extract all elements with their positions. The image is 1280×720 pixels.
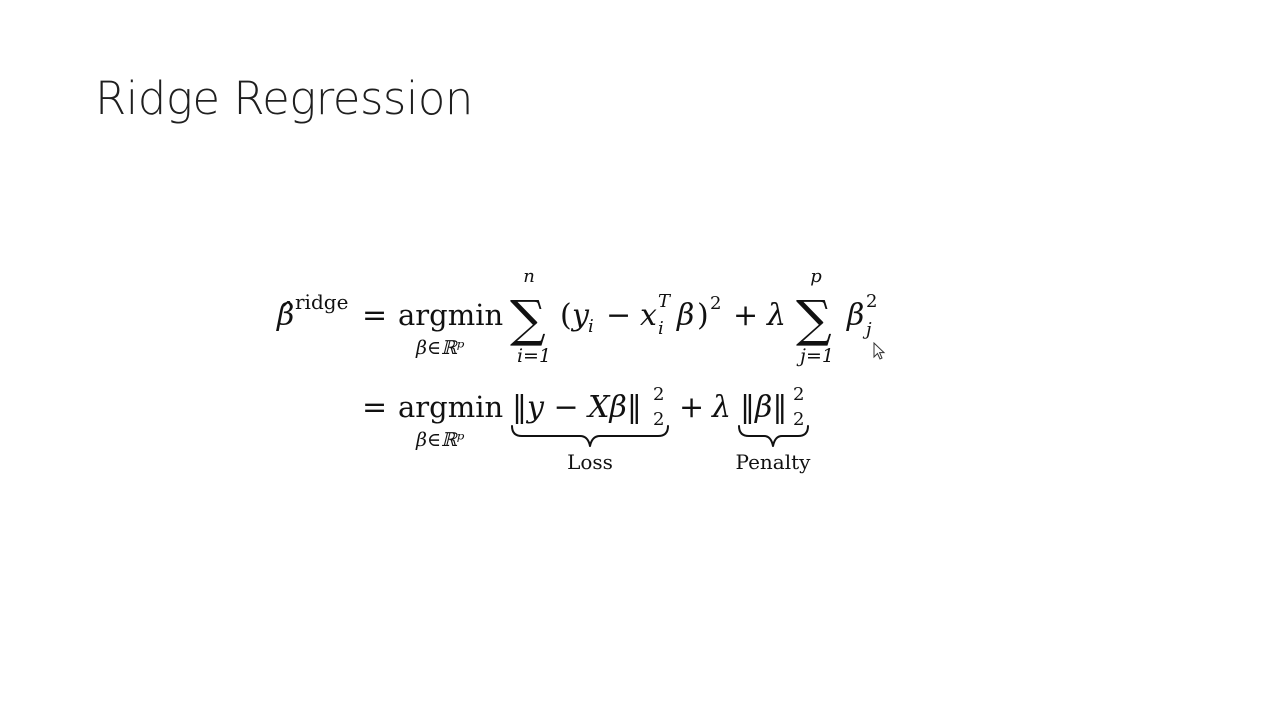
response-y: y	[570, 298, 590, 333]
argmin-subscript: β∈ℝᵖ	[415, 337, 465, 359]
plus-sign: +	[733, 298, 758, 333]
penalty-norm: ‖β‖	[740, 390, 787, 425]
coefficient-beta: β	[676, 298, 694, 333]
summation2-symbol: ∑	[796, 290, 832, 348]
minus-sign: −	[606, 298, 631, 333]
ridge-superscript: ridge	[295, 290, 348, 314]
argmin-operator: argmin	[398, 298, 503, 332]
penalty-norm-subscript: 2	[793, 409, 804, 430]
sum-lower-limit: i=1	[517, 345, 551, 367]
penalty-beta-squared: 2	[866, 291, 877, 312]
argmin-subscript-2: β∈ℝᵖ	[415, 429, 465, 451]
transpose-superscript: T	[658, 291, 672, 312]
residual-open-paren: (	[560, 298, 572, 333]
residual-close-paren: )	[697, 298, 709, 333]
argmin-operator-2: argmin	[398, 390, 503, 424]
penalty-beta-subscript: j	[862, 319, 872, 340]
residual-squared: 2	[710, 293, 721, 314]
sum-upper-limit: n	[523, 266, 535, 287]
loss-norm-subscript: 2	[653, 409, 664, 430]
equals-sign: =	[362, 298, 387, 333]
plus-sign-2: +	[679, 390, 704, 425]
beta-hat-symbol: β̂	[276, 298, 294, 333]
loss-norm-superscript: 2	[653, 384, 664, 405]
response-y-subscript: i	[588, 316, 594, 337]
loss-label: Loss	[567, 450, 613, 474]
summation-symbol: ∑	[510, 290, 546, 348]
sum2-upper-limit: p	[810, 266, 822, 287]
mouse-pointer-icon	[873, 342, 886, 360]
loss-underbrace	[511, 425, 669, 447]
lambda-symbol: λ	[766, 298, 786, 333]
lambda-symbol-2: λ	[711, 390, 731, 425]
slide-title: Ridge Regression	[95, 72, 473, 125]
penalty-underbrace	[738, 425, 809, 447]
penalty-label: Penalty	[736, 450, 812, 474]
predictor-x-subscript: i	[658, 318, 664, 339]
sum2-lower-limit: j=1	[796, 345, 834, 367]
predictor-x: x	[640, 298, 657, 333]
loss-norm: ‖y − Xβ‖	[512, 390, 642, 425]
penalty-norm-superscript: 2	[793, 384, 804, 405]
equals-sign-2: =	[362, 390, 387, 425]
penalty-beta: β	[846, 298, 864, 333]
